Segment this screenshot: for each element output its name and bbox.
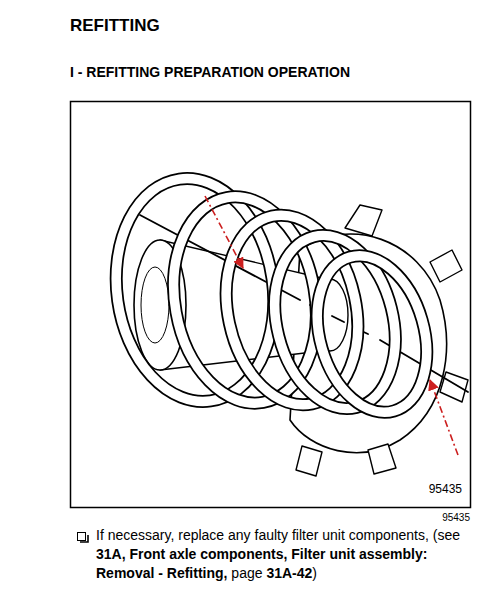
checkbox-shadow [80, 535, 88, 542]
spring-coil [257, 223, 412, 422]
section-title: REFITTING [70, 16, 160, 36]
figure-number: 95435 [442, 512, 470, 523]
red-arrow [205, 196, 243, 268]
checkbox-bullet [78, 533, 86, 541]
spring-coils [102, 168, 444, 425]
subheading: I - REFITTING PREPARATION OPERATION [70, 64, 350, 80]
figure-number: 95435 [429, 482, 462, 496]
figure-frame [71, 102, 471, 508]
spring-coil [300, 243, 444, 425]
spring-coil [209, 203, 374, 417]
instruction-text: If necessary, replace any faulty filter … [96, 526, 478, 583]
red-arrow [430, 380, 458, 455]
